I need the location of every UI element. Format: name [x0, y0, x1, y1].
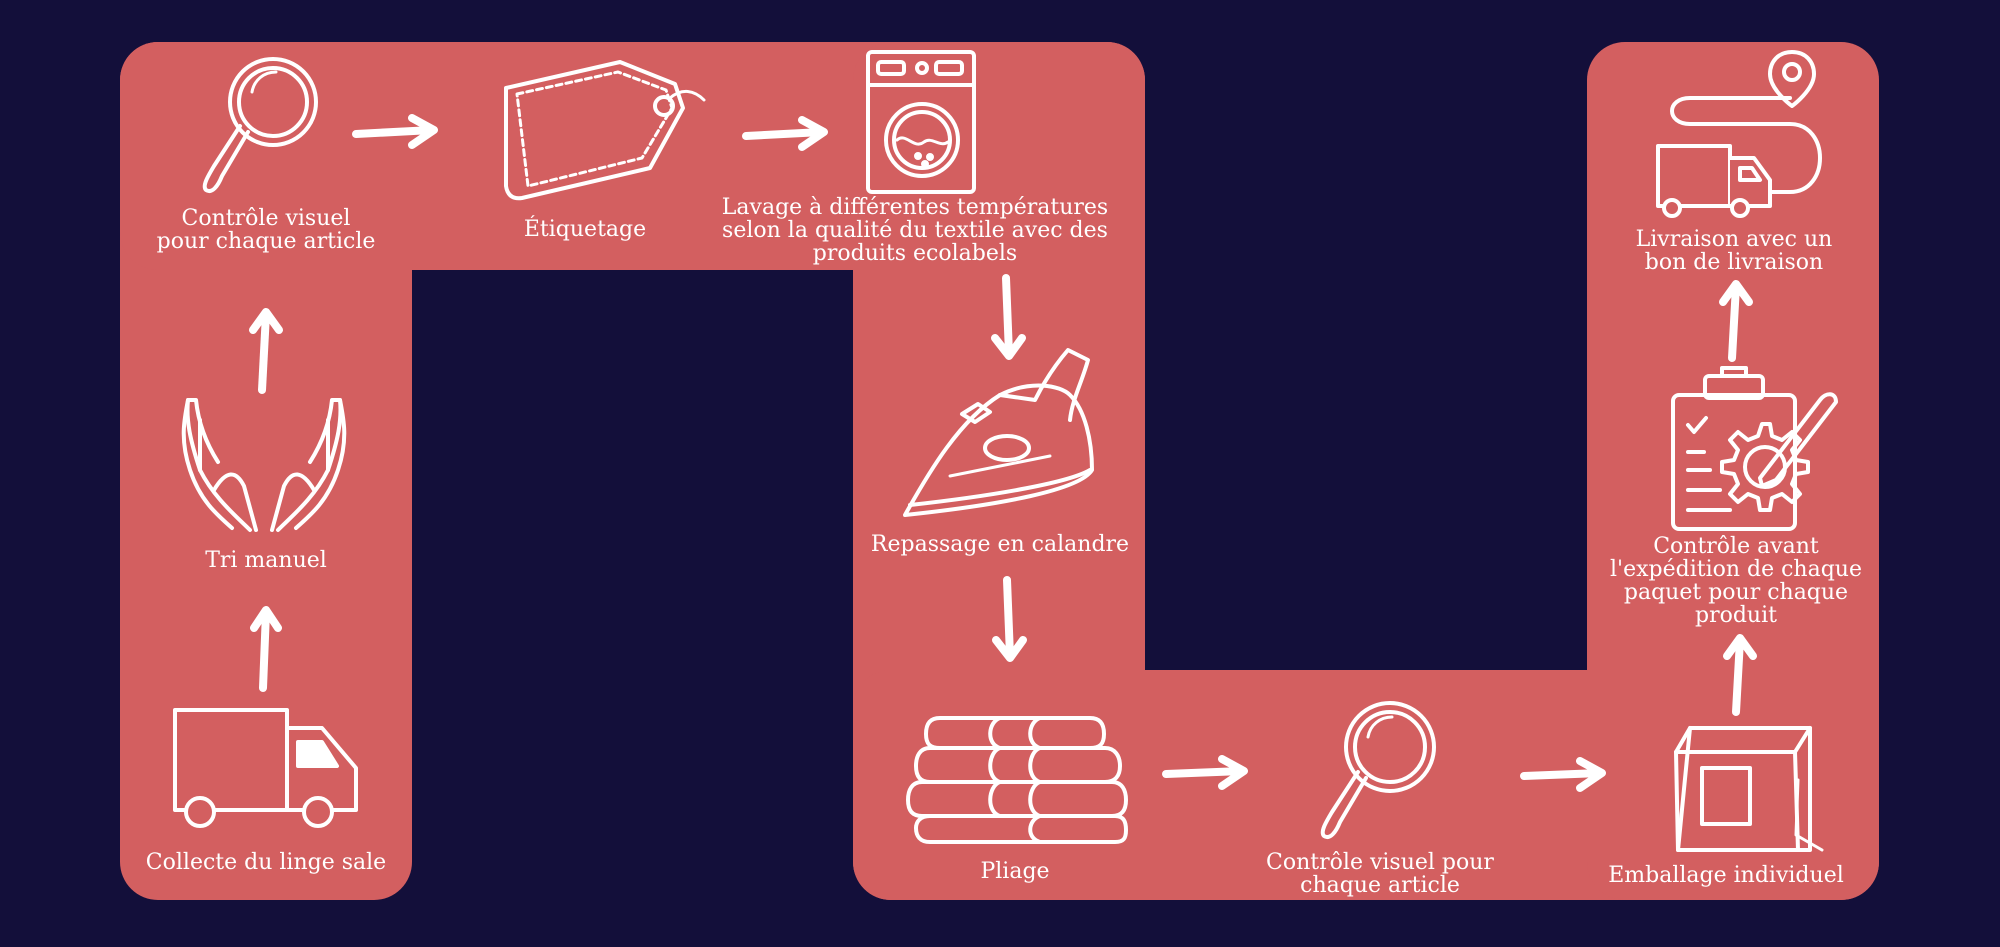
- hands-icon: [181, 398, 347, 532]
- iron-icon: [903, 348, 1094, 517]
- arrow-right-1: [352, 114, 438, 149]
- step-label-controle-expedition: Contrôle avant l'expédition de chaque pa…: [1610, 534, 1862, 628]
- step-label-lavage: Lavage à différentes températures selon …: [721, 195, 1109, 266]
- folded-towels-icon: [906, 716, 1128, 844]
- step-label-controle-visuel-2: Contrôle visuel pour chaque article: [1266, 850, 1494, 898]
- flow-arrows: [249, 114, 1757, 792]
- arrow-right-4: [1520, 757, 1606, 792]
- arrow-down-2: [992, 576, 1027, 662]
- magnifier-icon: [1320, 701, 1436, 839]
- arrow-up-2: [249, 308, 283, 394]
- arrow-right-3: [1162, 755, 1248, 790]
- washing-machine-icon: [866, 50, 976, 194]
- step-label-etiquetage: Étiquetage: [523, 217, 647, 242]
- arrow-up-1: [250, 606, 282, 692]
- step-label-livraison: Livraison avec un bon de livraison: [1635, 227, 1833, 275]
- step-label-tri: Tri manuel: [205, 548, 327, 573]
- magnifier-icon: [202, 57, 318, 193]
- step-label-pliage: Pliage: [980, 859, 1050, 884]
- arrow-up-4: [1719, 280, 1753, 362]
- arrow-down-1: [991, 274, 1026, 360]
- delivery-truck-icon: [173, 708, 358, 828]
- arrow-up-3: [1723, 634, 1757, 716]
- step-label-controle-visuel-1: Contrôle visuel pour chaque article: [156, 206, 376, 254]
- tag-icon: [504, 60, 706, 201]
- step-label-emballage: Emballage individuel: [1608, 863, 1844, 888]
- arrow-right-2: [742, 116, 828, 151]
- step-label-repassage: Repassage en calandre: [870, 532, 1130, 557]
- truck-route-icon: [1656, 50, 1822, 218]
- process-path-band: [120, 42, 1879, 900]
- paper-bag-icon: [1674, 726, 1824, 852]
- step-label-collecte: Collecte du linge sale: [145, 850, 387, 875]
- clipboard-gear-icon: [1671, 366, 1838, 531]
